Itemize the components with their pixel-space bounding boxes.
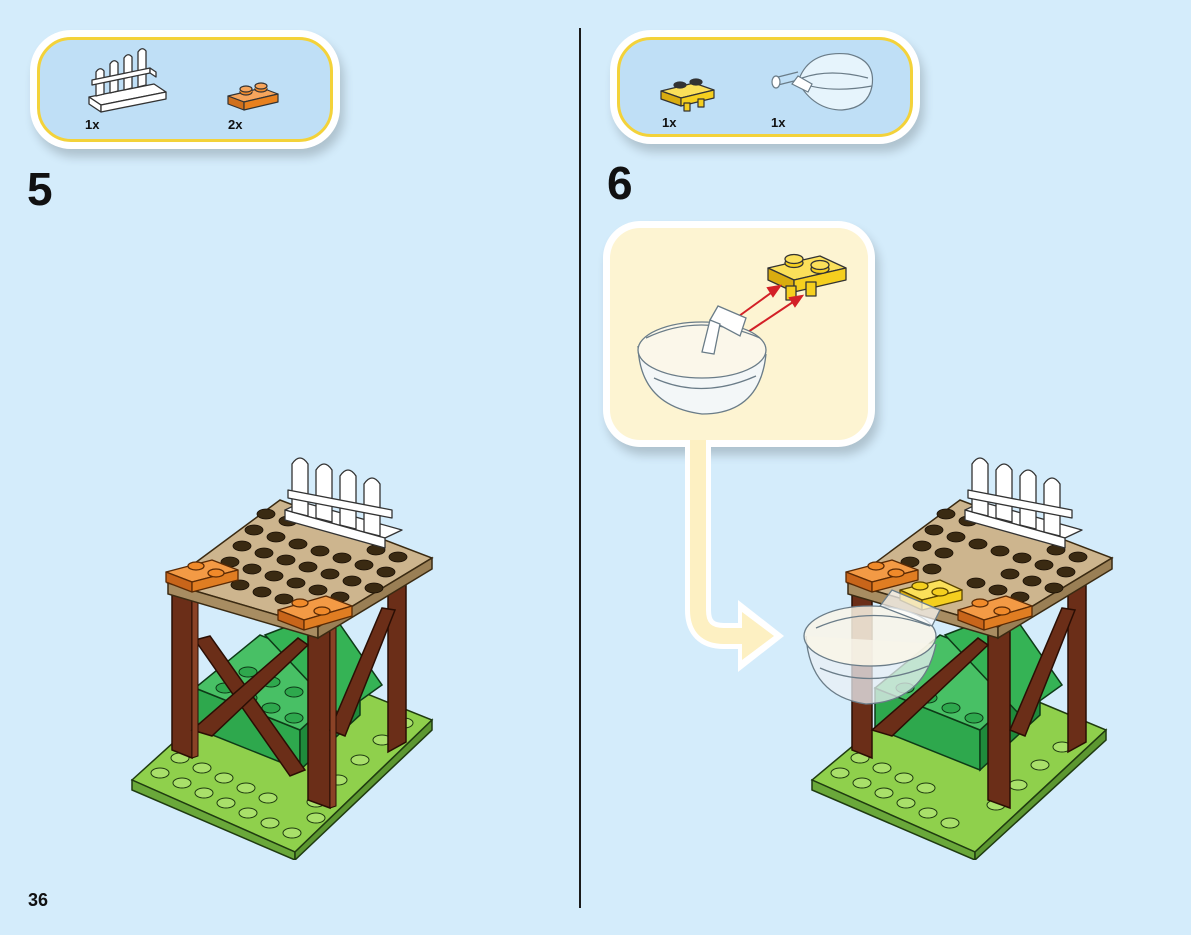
step-5-part-2-quantity: 2x <box>228 117 242 132</box>
step-6-part-1-quantity: 1x <box>662 115 676 130</box>
step-6-model-illustration <box>800 440 1130 860</box>
step-5-model-illustration <box>120 440 450 860</box>
page-number: 36 <box>28 890 48 911</box>
step-6-subassembly-callout <box>610 228 868 440</box>
flow-arrow-icon <box>680 440 790 690</box>
step-5-parts-callout: 1x 2x <box>37 37 333 142</box>
dome-attach-illustration <box>610 228 868 440</box>
step-6-part-2-quantity: 1x <box>771 115 785 130</box>
yellow-plate-with-clips-icon <box>658 73 720 113</box>
white-fence-piece-icon <box>84 42 174 117</box>
step-6-number: 6 <box>607 160 633 206</box>
step-5-part-1-quantity: 1x <box>85 117 99 132</box>
transparent-dome-icon <box>768 48 880 116</box>
step-6-parts-callout: 1x 1x <box>617 37 913 137</box>
orange-plate-icon <box>226 80 284 114</box>
page-divider <box>579 28 581 908</box>
step-5-number: 5 <box>27 166 53 212</box>
